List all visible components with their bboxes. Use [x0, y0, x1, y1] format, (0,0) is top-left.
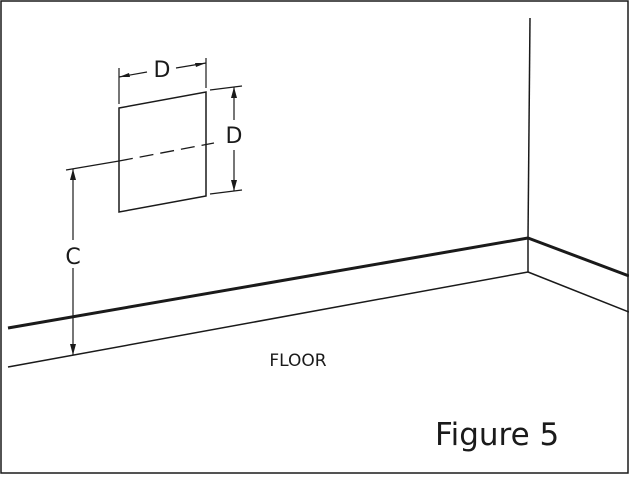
mount-arrow-top: [70, 169, 76, 180]
figure-caption: Figure 5: [435, 417, 559, 453]
width-arrow-left: [119, 73, 130, 77]
baseboard-top-left: [7, 236, 529, 330]
width-dim-label: D: [154, 58, 171, 83]
height-extension-bottom: [209, 189, 243, 195]
height-extension-top: [209, 85, 243, 91]
mount-height-label: C: [65, 245, 80, 270]
floor-line-left: [7, 271, 529, 368]
floor-line-right: [527, 271, 629, 313]
room-corner-line: [527, 17, 531, 239]
vent-opening: [118, 91, 207, 213]
baseboard-top-right: [527, 236, 629, 278]
vent-centerline: [118, 142, 215, 162]
width-arrow-right: [195, 63, 206, 67]
centerline-extension: [65, 160, 120, 171]
height-dim-label: D: [226, 124, 243, 149]
mount-arrow-bottom: [70, 344, 76, 355]
height-arrow-top: [231, 87, 237, 98]
floor-label: FLOOR: [269, 351, 326, 371]
height-arrow-bottom: [231, 180, 237, 191]
